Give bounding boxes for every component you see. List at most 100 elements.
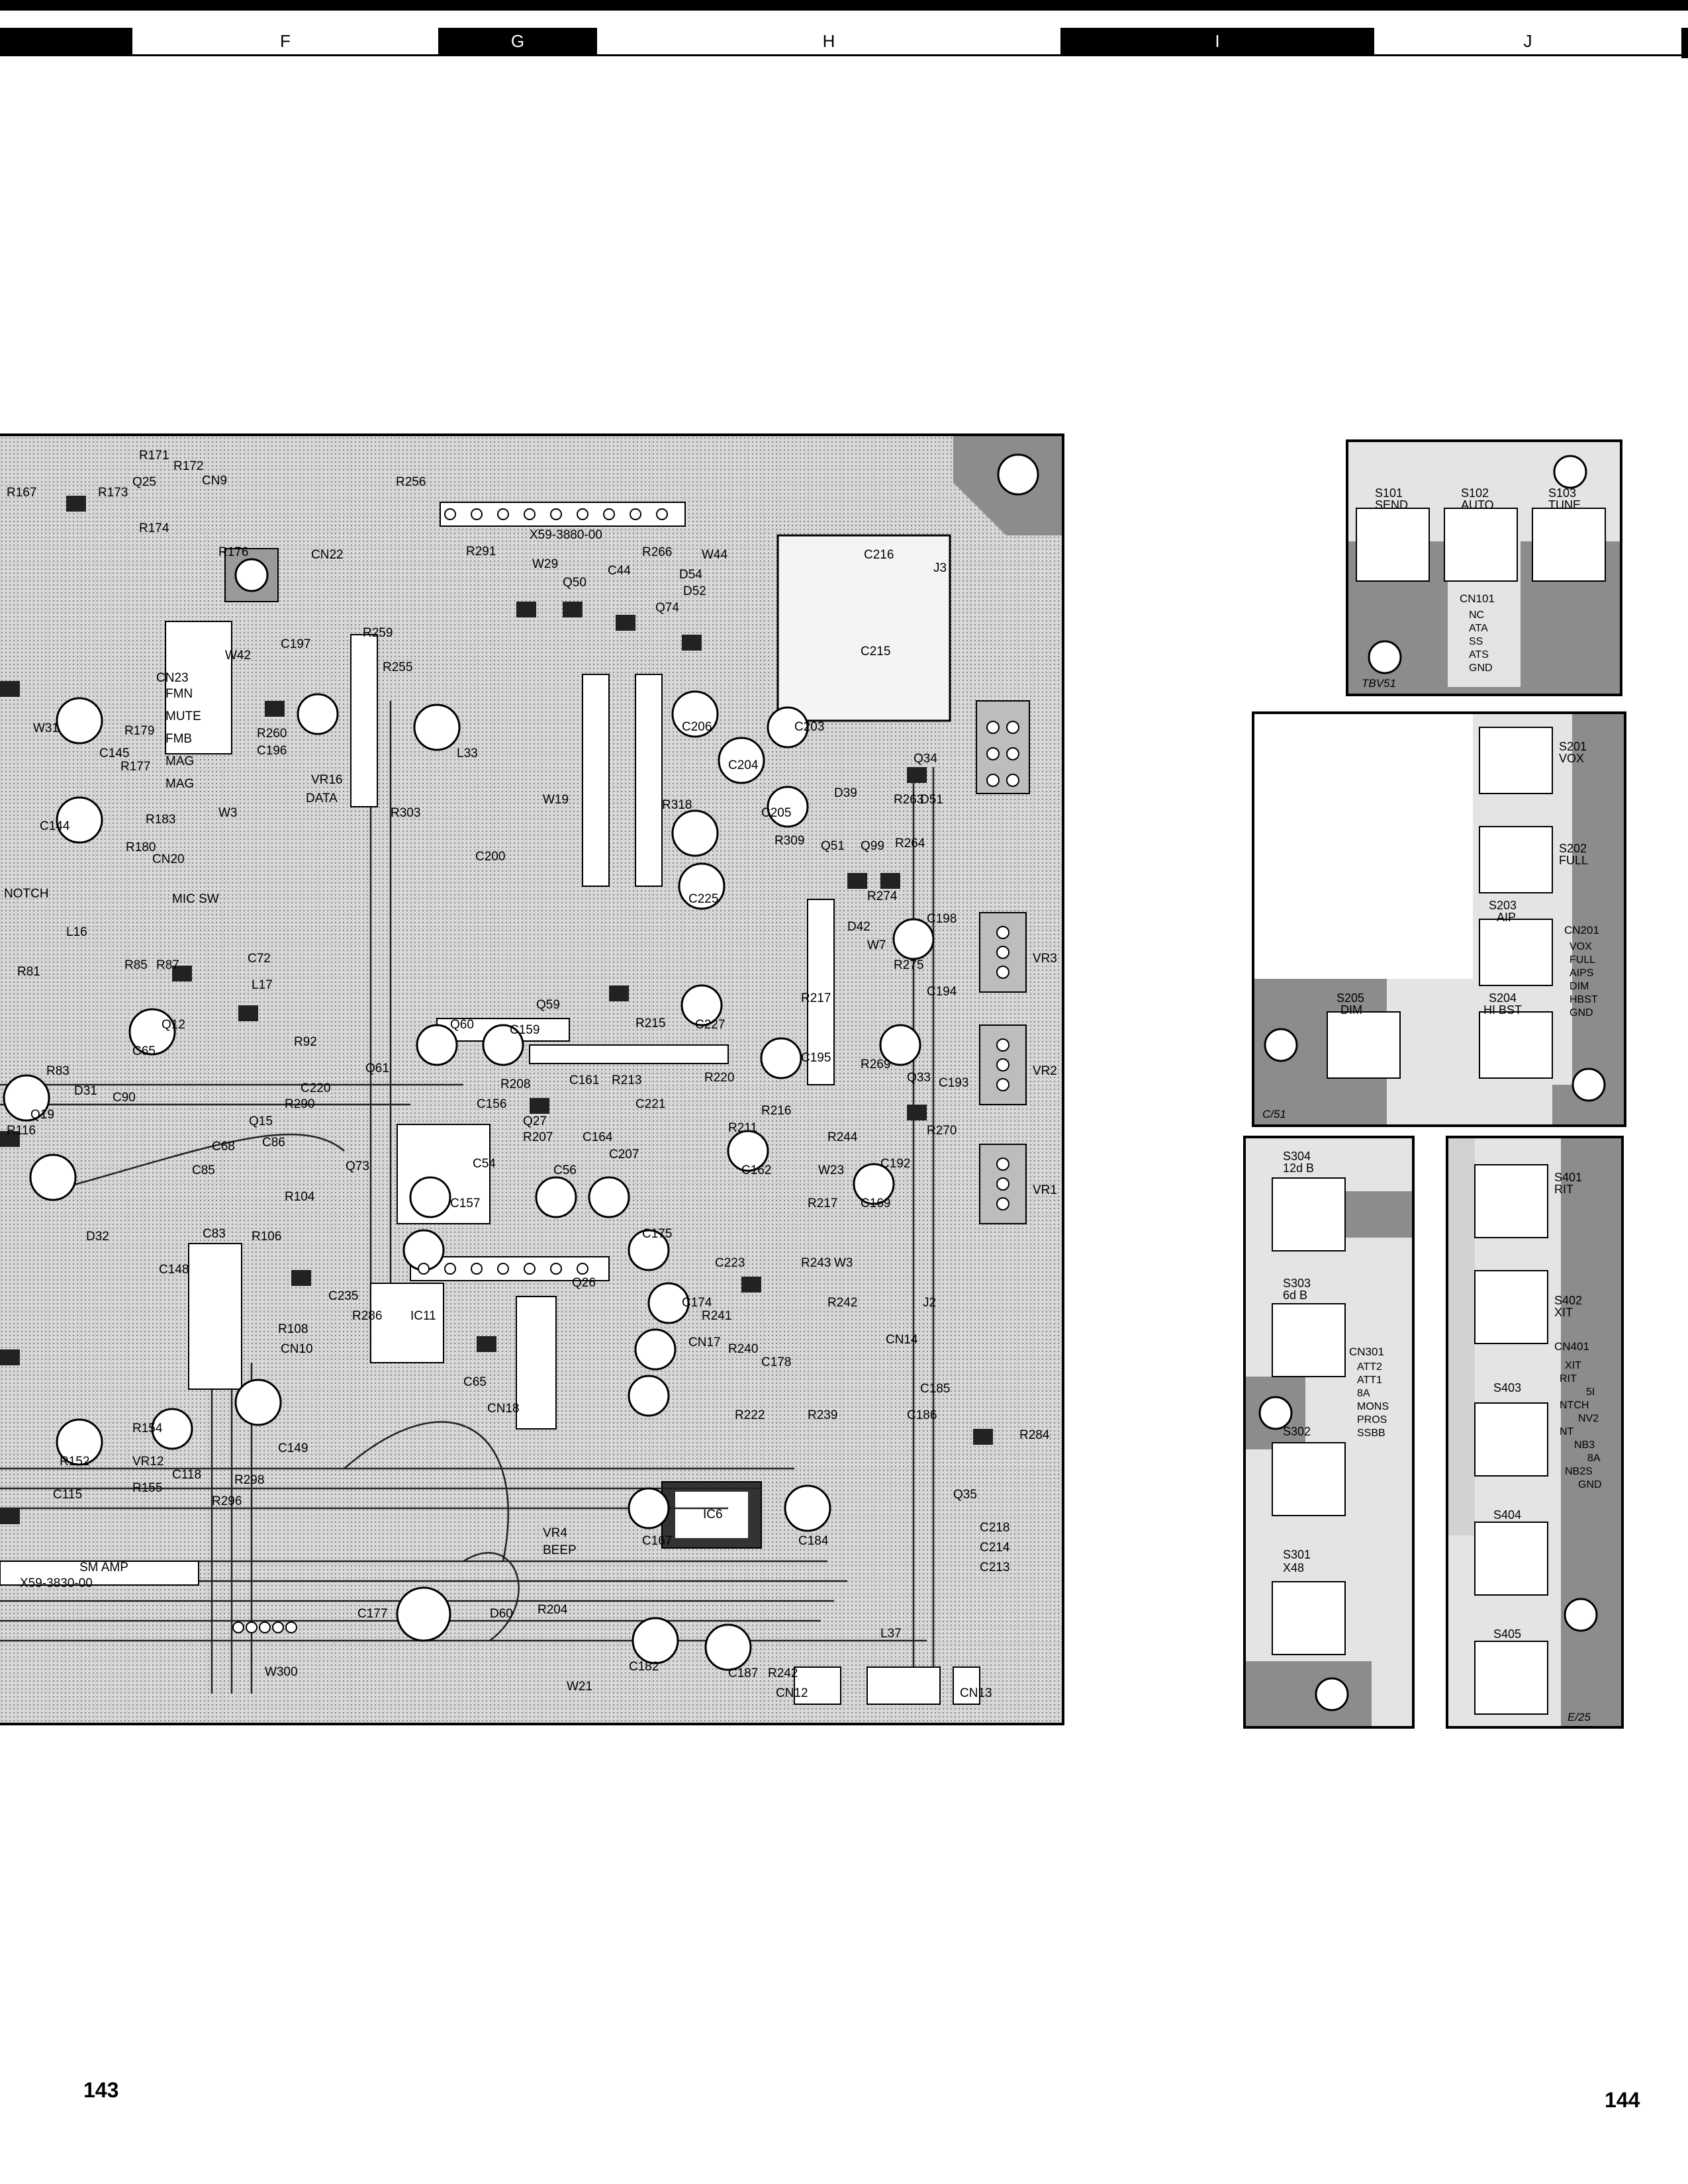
label-c205: C205: [761, 806, 792, 820]
label-q60: Q60: [450, 1018, 474, 1032]
label-r290: R290: [285, 1097, 315, 1111]
label-r274: R274: [867, 889, 898, 903]
label-d54: D54: [679, 568, 702, 582]
label-j3: J3: [933, 561, 947, 575]
label-c220: C220: [301, 1081, 331, 1095]
cn401-pin-5: NV2: [1578, 1413, 1599, 1424]
label-r217b: R217: [808, 1197, 838, 1210]
label-r179: R179: [124, 724, 155, 738]
label-r173: R173: [98, 486, 128, 500]
label-w31: W31: [33, 721, 60, 735]
cn401-pin-6: NT: [1560, 1426, 1574, 1437]
zone-e: [0, 28, 132, 56]
label-c164: C164: [583, 1130, 613, 1144]
switch-s301-id: S301: [1283, 1548, 1311, 1561]
label-c213: C213: [980, 1561, 1010, 1574]
label-r116: R116: [7, 1124, 36, 1138]
label-c68: C68: [212, 1140, 235, 1154]
main-board-artwork: [0, 436, 1062, 1723]
label-r176: R176: [218, 545, 249, 559]
label-cn10: CN10: [281, 1342, 313, 1356]
zone-i: I: [1060, 28, 1374, 56]
label-r108: R108: [278, 1322, 308, 1336]
switch-s303-name: 6d B: [1283, 1289, 1308, 1302]
label-c159: C159: [510, 1023, 540, 1037]
label-r174: R174: [139, 522, 169, 535]
label-c72: C72: [248, 952, 271, 966]
label-r269: R269: [861, 1058, 891, 1071]
label-q50: Q50: [563, 576, 586, 590]
label-c86: C86: [262, 1136, 285, 1150]
label-r243: R243: [801, 1256, 831, 1270]
label-r155: R155: [132, 1481, 163, 1495]
label-vr2: VR2: [1033, 1064, 1057, 1078]
label-fmb: FMB: [165, 732, 193, 746]
label-cn14: CN14: [886, 1333, 918, 1347]
label-c177: C177: [357, 1607, 388, 1621]
label-c186: C186: [907, 1408, 937, 1422]
label-c182: C182: [629, 1660, 659, 1674]
label-c206: C206: [682, 720, 712, 734]
label-r242a: R242: [827, 1296, 858, 1310]
label-c207: C207: [609, 1148, 639, 1161]
zone-h: H: [597, 28, 1060, 56]
cn301-pin-4: MONS: [1357, 1401, 1389, 1412]
label-c184: C184: [798, 1534, 829, 1548]
label-cn23: CN23: [156, 671, 189, 685]
label-c118: C118: [172, 1468, 202, 1482]
label-c169: C169: [861, 1197, 891, 1210]
switch-s402-name: XIT: [1554, 1306, 1573, 1319]
label-r244: R244: [827, 1130, 858, 1144]
label-c157: C157: [450, 1197, 481, 1210]
label-r83: R83: [46, 1064, 70, 1078]
label-c83: C83: [203, 1227, 226, 1241]
label-q99: Q99: [861, 839, 884, 853]
label-cn17: CN17: [688, 1336, 721, 1349]
label-vr16: VR16: [311, 773, 343, 787]
label-r222: R222: [735, 1408, 765, 1422]
cn401-pin-2: RIT: [1560, 1373, 1577, 1385]
label-ic11: IC11: [410, 1309, 436, 1323]
label-r239: R239: [808, 1408, 838, 1422]
label-c194: C194: [927, 985, 957, 999]
cn201-pin-2: FULL: [1570, 954, 1596, 966]
label-r208a: R208: [500, 1077, 531, 1091]
label-fmn: FMN: [165, 687, 193, 701]
board-tag-s201: C/51: [1262, 1108, 1286, 1120]
label-c203: C203: [794, 720, 825, 734]
label-x59-3830: X59-3830-00: [20, 1576, 93, 1590]
label-r266: R266: [642, 545, 673, 559]
switch-s401-name: RIT: [1554, 1183, 1573, 1196]
label-d42: D42: [847, 920, 870, 934]
label-r85: R85: [124, 958, 148, 972]
switch-s202-id: S202: [1559, 842, 1587, 855]
switch-s201-name: VOX: [1559, 752, 1585, 765]
label-c214: C214: [980, 1541, 1010, 1555]
label-r167: R167: [7, 486, 37, 500]
label-c197: C197: [281, 637, 311, 651]
label-c187: C187: [728, 1666, 759, 1680]
label-c223: C223: [715, 1256, 745, 1270]
zone-j: J: [1374, 28, 1681, 56]
switch-board-send-auto-tune: S101 SEND S102 AUTO S103 TUNE CN101 NC A…: [1346, 439, 1622, 696]
cn201-label: CN201: [1564, 924, 1599, 936]
cn401-pin-1: XIT: [1565, 1360, 1581, 1371]
label-c167: C167: [642, 1534, 673, 1548]
cn301-pin-5: PROS: [1357, 1414, 1387, 1426]
label-r259: R259: [363, 626, 393, 640]
cn201-pin-6: GND: [1570, 1007, 1593, 1019]
label-d31: D31: [74, 1084, 97, 1098]
label-c115: C115: [53, 1488, 83, 1502]
switch-board-s301-artwork: [1246, 1138, 1412, 1726]
label-r242b: R242: [768, 1666, 798, 1680]
label-vr4: VR4: [543, 1526, 567, 1540]
board-tag-s401: E/25: [1568, 1711, 1591, 1723]
label-vr12: VR12: [132, 1455, 164, 1469]
label-r152: R152: [60, 1455, 90, 1469]
label-c227: C227: [695, 1018, 726, 1032]
label-cn20: CN20: [152, 852, 185, 866]
switch-s102-name: AUTO: [1461, 498, 1494, 512]
label-ic6: IC6: [703, 1508, 723, 1522]
label-r284: R284: [1019, 1428, 1050, 1442]
main-pcb-board: R171 R172 Q25 CN9 R167 R173 R174 R176 CN…: [0, 433, 1064, 1725]
